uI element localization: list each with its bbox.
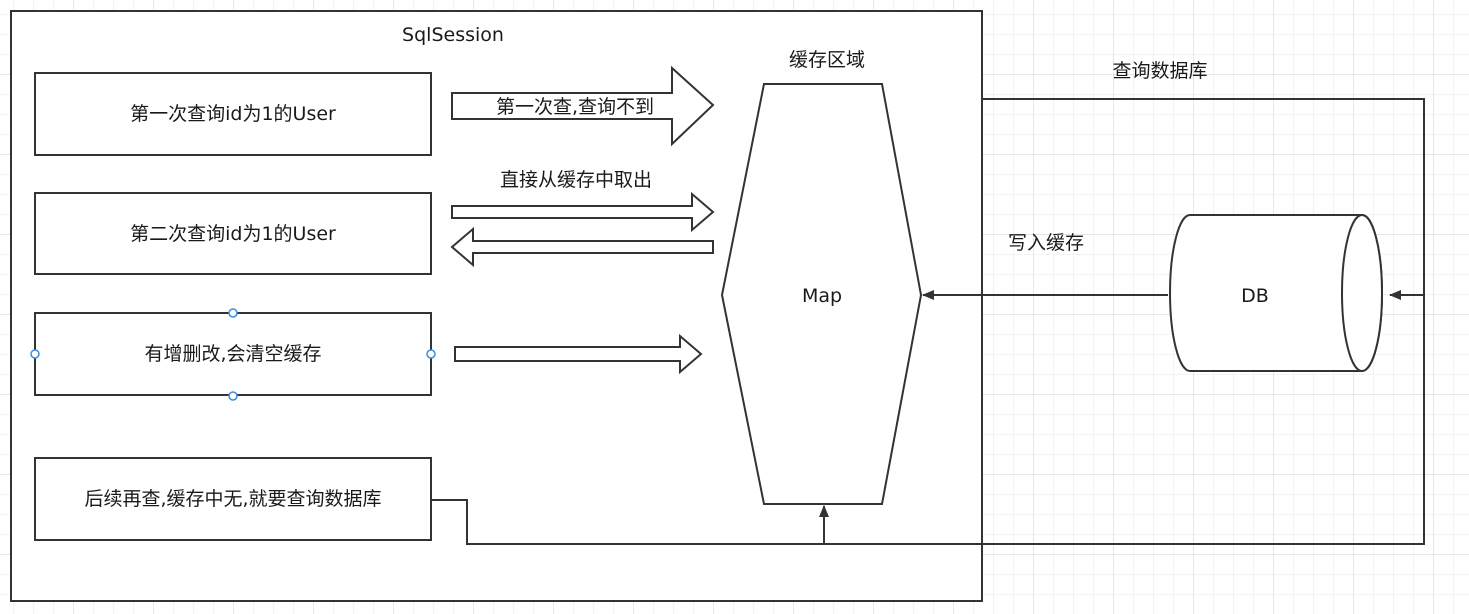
modify-box[interactable]	[34, 312, 432, 396]
to-cache-arrow[interactable]	[451, 191, 715, 233]
second-query-box[interactable]	[34, 192, 432, 275]
map-label: Map	[801, 285, 843, 307]
cache-region-label: 缓存区域	[788, 49, 866, 71]
from-cache-arrow[interactable]	[450, 226, 714, 268]
map-hexagon[interactable]	[720, 83, 923, 505]
first-miss-label: 第一次查,查询不到	[495, 96, 655, 118]
modify-label: 有增删改,会清空缓存	[144, 343, 322, 365]
query-db-connector[interactable]	[982, 98, 1425, 300]
first-query-label: 第一次查询id为1的User	[130, 103, 336, 125]
later-query-label: 后续再查,缓存中无,就要查询数据库	[84, 488, 382, 510]
later-query-connector[interactable]	[431, 295, 1425, 545]
later-query-box[interactable]	[34, 457, 432, 541]
from-cache-label: 直接从缓存中取出	[499, 169, 653, 191]
query-db-label: 查询数据库	[1112, 60, 1208, 82]
db-label: DB	[1241, 285, 1269, 307]
first-query-box[interactable]	[34, 72, 432, 156]
selection-handles[interactable]	[30, 308, 436, 401]
second-query-label: 第二次查询id为1的User	[130, 223, 336, 245]
write-cache-label: 写入缓存	[1007, 232, 1085, 254]
db-cylinder[interactable]	[1169, 214, 1383, 372]
clear-cache-arrow[interactable]	[454, 333, 703, 375]
sqlsession-title: SqlSession	[402, 24, 504, 46]
first-miss-block-arrow[interactable]	[451, 65, 715, 147]
